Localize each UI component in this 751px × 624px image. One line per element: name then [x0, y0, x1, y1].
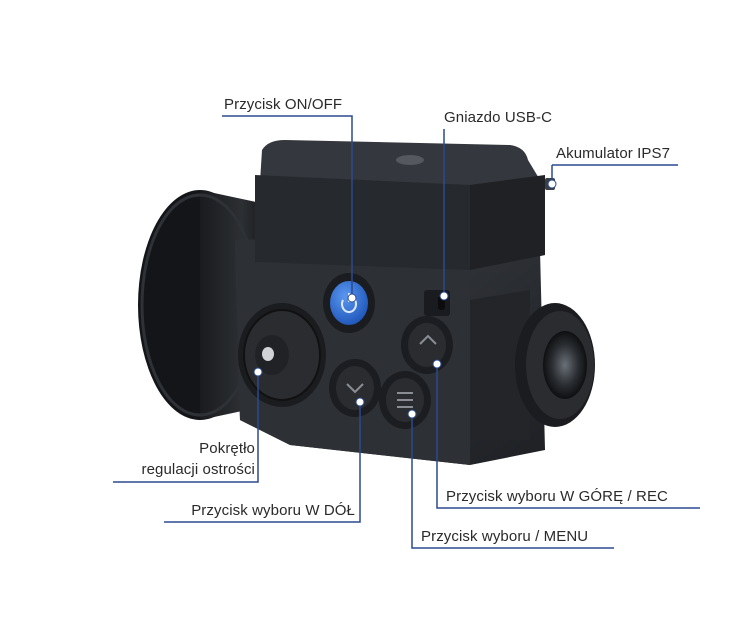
focus-knob: [238, 303, 326, 407]
label-battery: Akumulator IPS7: [556, 145, 671, 162]
label-down-button: Przycisk wyboru W DÓŁ: [191, 502, 355, 519]
chevron-down-icon: [346, 383, 364, 394]
label-focus-knob-line1: Pokrętło: [199, 440, 255, 457]
menu-lines-icon: [397, 392, 413, 408]
power-button-shape: [323, 273, 375, 333]
battery-pack: [255, 140, 555, 270]
label-usb-c: Gniazdo USB-C: [444, 109, 553, 126]
callout-dots: [253, 179, 557, 419]
leader-lines: [113, 115, 700, 549]
control-buttons: [329, 316, 453, 429]
label-focus-knob-line2: regulacji ostrości: [141, 461, 255, 478]
label-menu-button: Przycisk wyboru / MENU: [421, 528, 589, 545]
label-up-rec-button: Przycisk wyboru W GÓRĘ / REC: [446, 488, 668, 505]
label-on-off: Przycisk ON/OFF: [224, 96, 343, 113]
chevron-up-icon: [419, 334, 437, 345]
eyepiece: [470, 290, 595, 440]
